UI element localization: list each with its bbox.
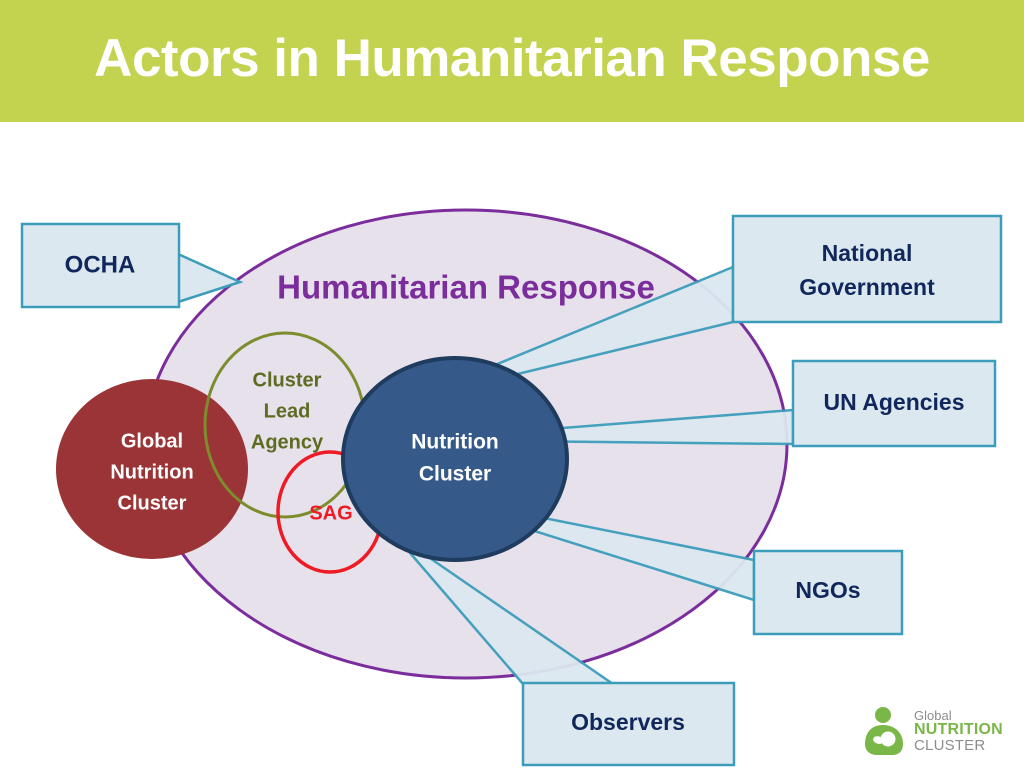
sag-label: SAG — [309, 502, 352, 524]
callout-box-observers[interactable]: Observers — [521, 681, 736, 767]
nc-line-2: Cluster — [419, 463, 491, 486]
callout-label-un-agencies: UN Agencies — [823, 389, 964, 415]
gnc-line-1: Global — [121, 430, 183, 452]
nutrition-cluster-label: Nutrition Cluster — [411, 431, 498, 486]
callout-label-national-government-line-1: National — [822, 240, 913, 266]
callout-box-ngos[interactable]: NGOs — [752, 549, 904, 636]
page-title: Actors in Humanitarian Response — [94, 28, 930, 88]
global-nutrition-cluster-label: Global Nutrition Cluster — [110, 430, 193, 514]
logo-line-nutrition: NUTRITION — [914, 720, 1003, 738]
callout-label-ocha: OCHA — [65, 251, 136, 278]
title-banner: Actors in Humanitarian Response — [0, 0, 1024, 122]
callout-box-un-agencies[interactable]: UN Agencies — [791, 359, 997, 448]
cla-line-3: Agency — [251, 431, 324, 453]
cla-line-1: Cluster — [253, 369, 322, 391]
humanitarian-response-label: Humanitarian Response — [277, 269, 655, 306]
nutrition-cluster-ellipse[interactable] — [341, 356, 569, 562]
humanitarian-response-diagram: Humanitarian Response Global Nutrition C… — [20, 208, 1003, 767]
callout-box-ocha[interactable]: OCHA — [20, 222, 181, 309]
cluster-lead-agency-label: Cluster Lead Agency — [251, 369, 324, 453]
callout-label-national-government-line-2: Government — [799, 274, 935, 300]
mother-and-child-icon — [865, 707, 903, 755]
gnc-line-3: Cluster — [118, 492, 187, 514]
logo-line-global: Global — [914, 707, 952, 723]
logo-line-cluster: CLUSTER — [914, 737, 986, 755]
logo-wordmark: Global NUTRITION CLUSTER — [914, 707, 1003, 755]
callout-box-national-government[interactable]: National Government — [731, 214, 1003, 324]
global-nutrition-cluster-logo: Global NUTRITION CLUSTER — [862, 703, 1012, 759]
callout-label-observers: Observers — [571, 709, 685, 735]
gnc-line-2: Nutrition — [110, 461, 193, 483]
cla-line-2: Lead — [264, 400, 311, 422]
global-nutrition-cluster-circle[interactable] — [56, 379, 248, 559]
callout-label-ngos: NGOs — [795, 577, 860, 603]
nc-line-1: Nutrition — [411, 431, 498, 454]
